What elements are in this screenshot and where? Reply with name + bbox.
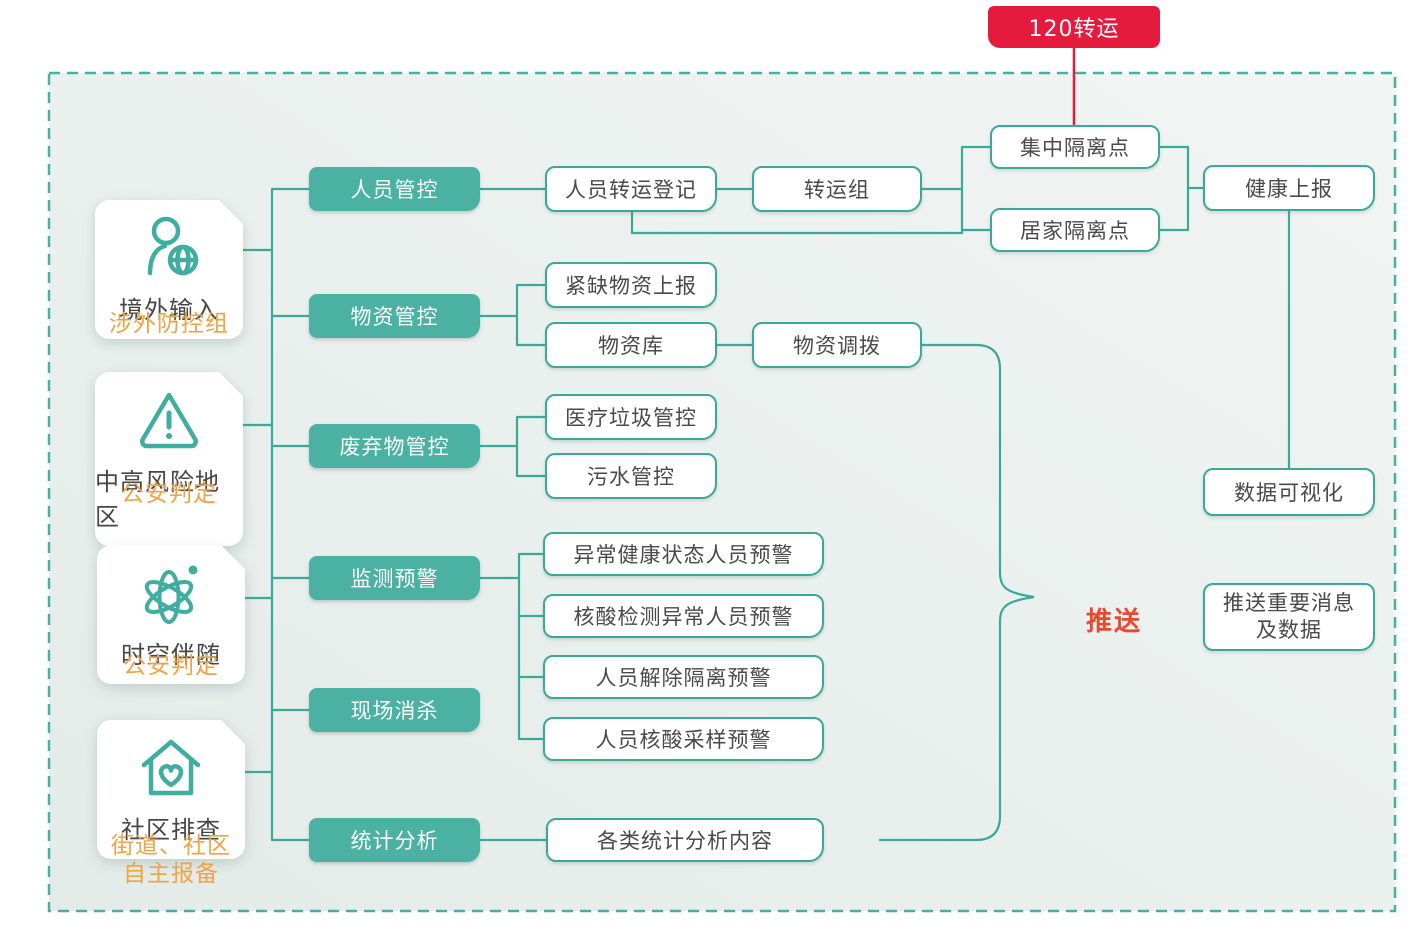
edge-personnel-row (478, 145, 992, 235)
warning-triangle-icon (133, 384, 205, 460)
node-transfer-register: 人员转运登记 (545, 166, 717, 212)
source-title: 社区排查 (121, 816, 221, 844)
badge-120-transfer: 120转运 (988, 6, 1160, 48)
node-warning-nucleic-sampling: 人员核酸采样预警 (543, 717, 824, 761)
source-title: 中高风险地区 (95, 468, 220, 531)
source-card-high-risk-area: 中高风险地区 (95, 372, 243, 546)
category-waste-control: 废弃物管控 (309, 424, 480, 468)
node-data-visualization: 数据可视化 (1203, 468, 1375, 516)
brace-gather (878, 343, 1035, 842)
node-scarce-supplies-report: 紧缺物资上报 (545, 262, 717, 308)
node-health-report: 健康上报 (1203, 165, 1375, 211)
edge-supplies-row (478, 283, 754, 347)
node-sewage-control: 污水管控 (545, 453, 717, 499)
node-statistics-content: 各类统计分析内容 (546, 818, 824, 862)
node-push-important-messages: 推送重要消息 及数据 (1203, 583, 1375, 651)
source-subtitle: 街道、社区 自主报备 (111, 833, 231, 887)
category-personnel-control: 人员管控 (309, 167, 480, 211)
category-statistics: 统计分析 (309, 818, 480, 862)
node-central-isolation: 集中隔离点 (990, 125, 1160, 169)
source-subtitle: 涉外防控组 (109, 311, 229, 337)
source-title: 境外输入 (119, 296, 219, 324)
category-supplies-control: 物资管控 (309, 294, 480, 338)
edge-trunk (241, 187, 311, 842)
node-medical-waste-control: 医疗垃圾管控 (545, 394, 717, 440)
person-globe-icon (133, 212, 205, 288)
node-supply-dispatch: 物资调拨 (752, 322, 922, 368)
edge-monitor-row (478, 552, 545, 741)
house-heart-icon (135, 732, 207, 808)
dashed-boundary (47, 71, 1397, 913)
category-monitor-warning: 监测预警 (309, 556, 480, 600)
node-warning-isolation-release: 人员解除隔离预警 (543, 655, 824, 699)
source-card-community-screening: 社区排查 (97, 720, 245, 859)
edge-waste-row (478, 415, 547, 478)
source-card-overseas-input: 境外输入 (95, 200, 243, 339)
source-title: 时空伴随 (121, 641, 221, 669)
source-card-spacetime-companion: 时空伴随 (97, 545, 245, 684)
node-warning-abnormal-nucleic: 核酸检测异常人员预警 (543, 594, 824, 638)
category-site-disinfection: 现场消杀 (309, 688, 480, 732)
push-label: 推送 (1085, 607, 1142, 637)
source-subtitle: 公安判定 (121, 481, 217, 507)
source-subtitle: 公安判定 (123, 653, 219, 679)
node-transfer-team: 转运组 (752, 166, 922, 212)
edge-isolation-to-health (1158, 145, 1291, 470)
node-home-isolation: 居家隔离点 (990, 208, 1160, 252)
node-supply-store: 物资库 (545, 322, 717, 368)
node-warning-abnormal-health: 异常健康状态人员预警 (543, 532, 824, 576)
atom-icon (135, 557, 207, 633)
